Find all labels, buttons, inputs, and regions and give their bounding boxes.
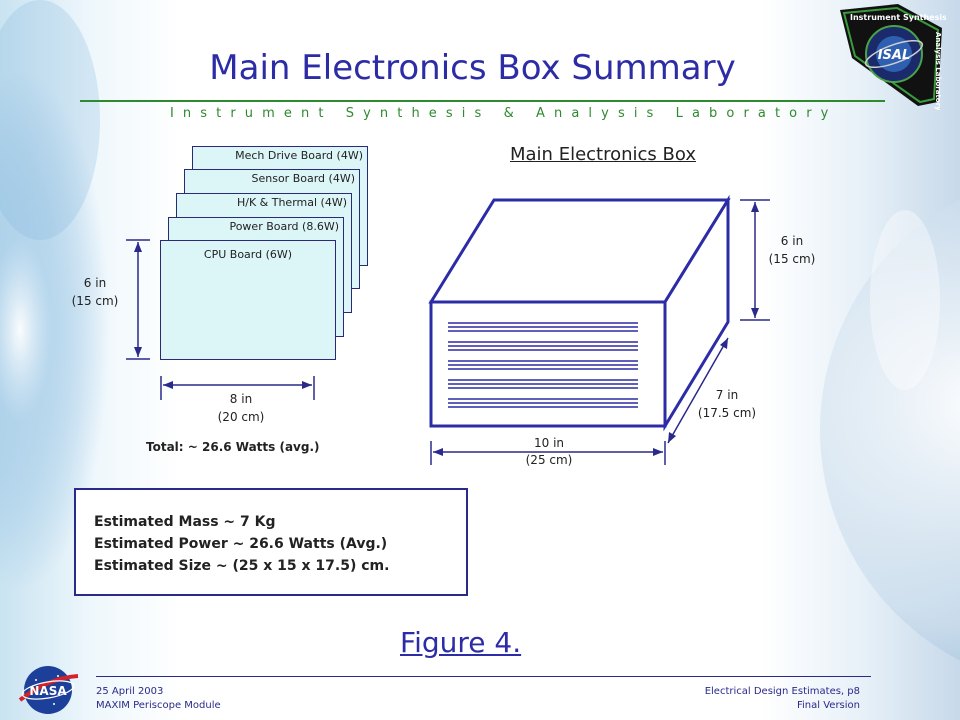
box-height-label: 6 in (15 cm) (756, 234, 828, 266)
nasa-logo: NASA (14, 660, 84, 718)
box-width-cm: (25 cm) (525, 453, 573, 467)
board-width-in: 8 in (229, 392, 253, 406)
footer-section: Electrical Design Estimates, p8 (704, 686, 860, 697)
isal-logo-top-text: Instrument Synthesis (850, 13, 946, 22)
vent-lines (448, 322, 638, 408)
board-height-in: 6 in (83, 276, 107, 290)
box-width-label: 10 in (25 cm) (516, 436, 582, 467)
board-height-label: 6 in (15 cm) (62, 276, 128, 308)
box-depth-cm: (17.5 cm) (697, 406, 757, 420)
page-title: Main Electronics Box Summary (209, 48, 736, 88)
box-width-in: 10 in (533, 436, 565, 450)
footer-version: Final Version (797, 700, 860, 711)
board-width-cm: (20 cm) (217, 410, 265, 424)
board-height-cm: (15 cm) (71, 294, 119, 308)
nasa-logo-text: NASA (29, 684, 67, 698)
isal-logo-side-text: Analysis Laboratory (934, 32, 942, 110)
board-label: Power Board (8.6W) (229, 220, 339, 233)
title-rule (80, 100, 885, 102)
footer-rule (96, 676, 871, 677)
estimate-power: Estimated Power ~ 26.6 Watts (Avg.) (94, 536, 388, 552)
board-label: CPU Board (6W) (203, 248, 293, 261)
figure-caption: Figure 4. (400, 626, 522, 659)
box-depth-label: 7 in (17.5 cm) (690, 388, 764, 420)
lab-subtitle: Instrument Synthesis & Analysis Laborato… (170, 106, 838, 121)
board-label: Sensor Board (4W) (251, 172, 356, 185)
estimate-mass: Estimated Mass ~ 7 Kg (94, 514, 276, 530)
estimate-size: Estimated Size ~ (25 x 15 x 17.5) cm. (94, 558, 390, 574)
board-label: H/K & Thermal (4W) (236, 196, 347, 209)
estimates-box: Estimated Mass ~ 7 Kg Estimated Power ~ … (74, 488, 468, 596)
box-height-in: 6 in (780, 234, 804, 248)
board-label: Mech Drive Board (4W) (235, 149, 363, 162)
isal-logo-center-text: ISAL (878, 48, 911, 63)
isal-logo: Instrument Synthesis Analysis Laboratory… (834, 2, 947, 111)
footer-project: MAXIM Periscope Module (96, 700, 221, 711)
board-width-label: 8 in (20 cm) (208, 392, 274, 424)
box-depth-in: 7 in (715, 388, 739, 402)
footer-date: 25 April 2003 (96, 686, 164, 697)
board-cpu: CPU Board (6W) (160, 240, 336, 360)
box-title: Main Electronics Box (510, 144, 696, 165)
total-power: Total: ~ 26.6 Watts (avg.) (146, 440, 320, 454)
box-height-cm: (15 cm) (768, 252, 816, 266)
